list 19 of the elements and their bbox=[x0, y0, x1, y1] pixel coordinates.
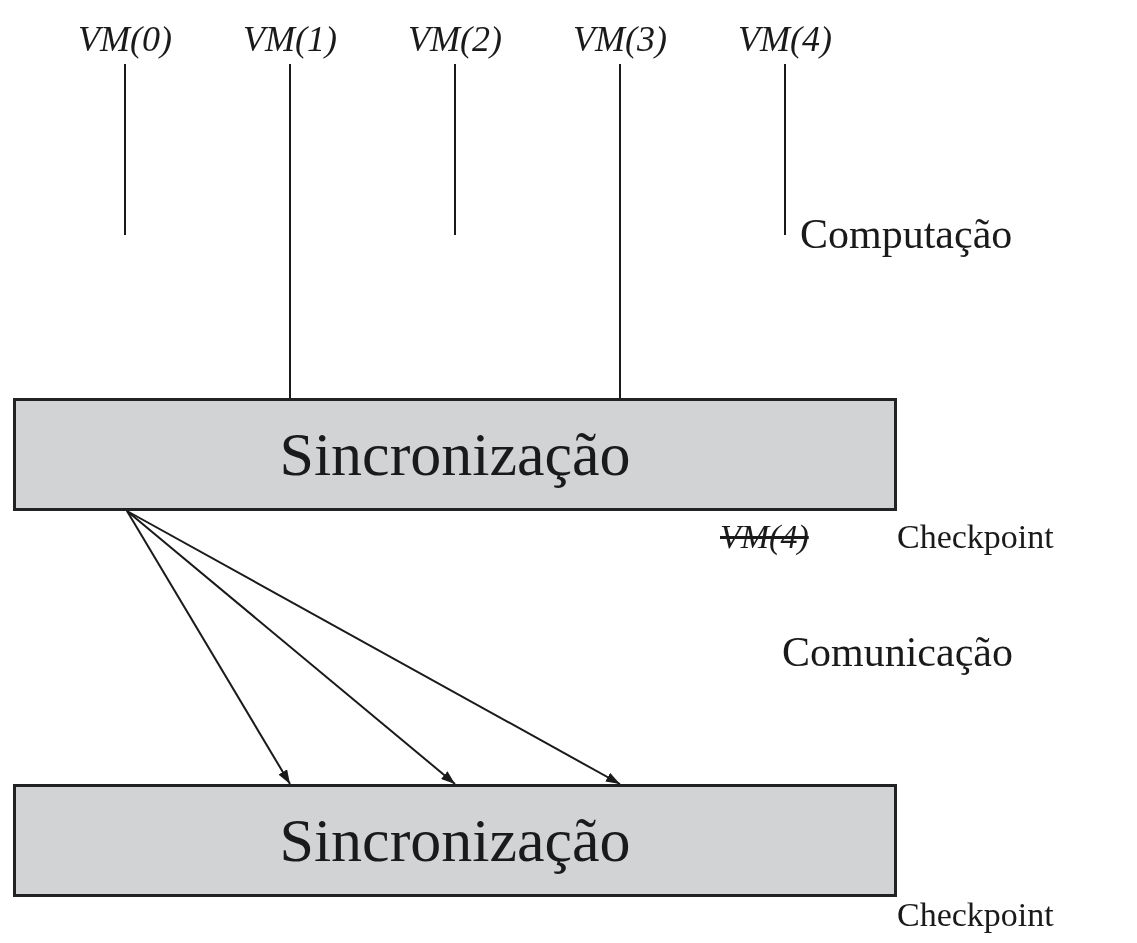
line bbox=[454, 63, 456, 236]
line bbox=[619, 63, 621, 399]
vm-label: VM(1) bbox=[227, 14, 353, 64]
phase-label: Computação bbox=[800, 210, 1013, 258]
line bbox=[289, 63, 291, 399]
checkpoint-label: Checkpoint bbox=[897, 518, 1054, 556]
checkpoint-label: Checkpoint bbox=[897, 896, 1054, 934]
synchronization-box: Sincronização bbox=[13, 784, 897, 897]
vm-label: VM(0) bbox=[62, 14, 188, 64]
vm-label: VM(4) bbox=[722, 14, 848, 64]
crossed-out-vm-label: VM(4) bbox=[720, 518, 809, 556]
synchronization-box: Sincronização bbox=[13, 398, 897, 511]
line bbox=[124, 63, 126, 236]
vm-label: VM(3) bbox=[557, 14, 683, 64]
vm-label: VM(2) bbox=[392, 14, 518, 64]
line bbox=[784, 63, 786, 236]
arrow bbox=[126, 510, 456, 785]
phase-label: Comunicação bbox=[782, 628, 1013, 676]
arrow bbox=[126, 510, 291, 785]
